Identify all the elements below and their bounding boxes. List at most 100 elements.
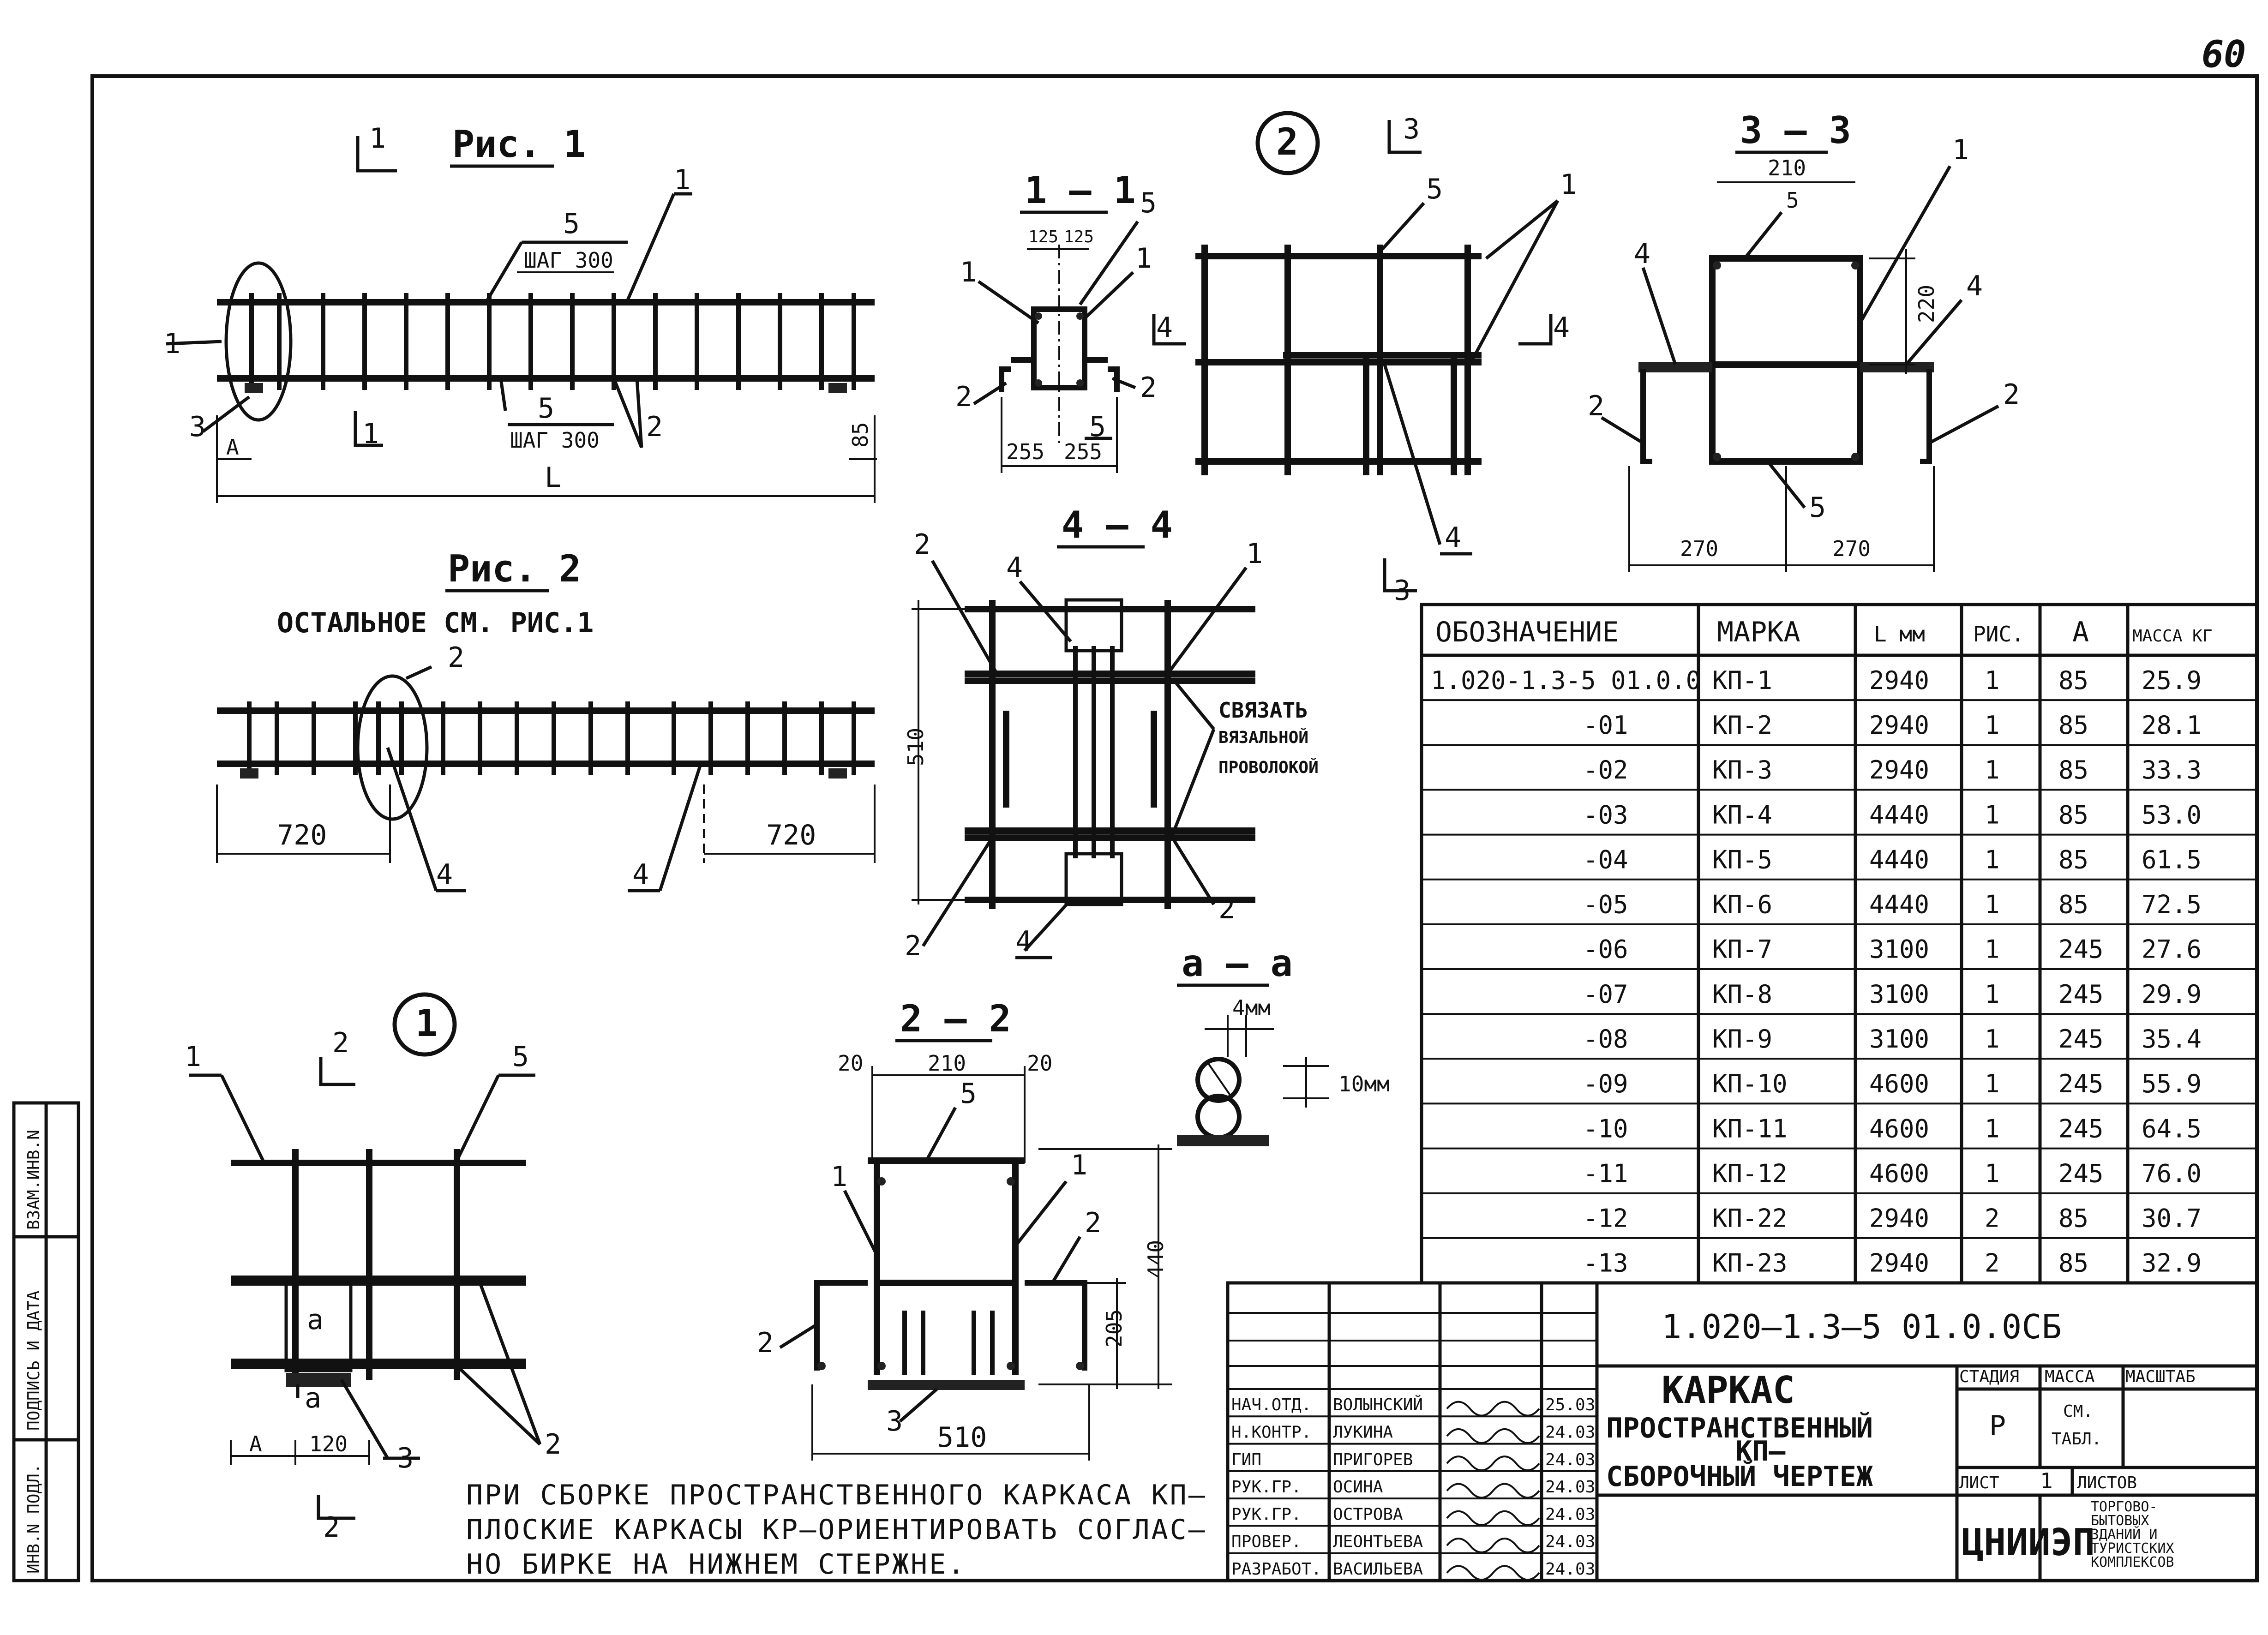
tb-org-desc-2: БЫТОВЫХ bbox=[2091, 1513, 2149, 1529]
spec-cell: 85 bbox=[2058, 890, 2088, 919]
section-4-4: 4 — 4 510 СВЯЗАТЬ ВЯЗАЛЬНОЙ ПРОВОЛОКОЙ 2… bbox=[903, 503, 1319, 962]
tb-scale-h: МАСШТАБ bbox=[2125, 1367, 2196, 1386]
spec-cell: КП-3 bbox=[1712, 755, 1772, 785]
node1-sec-mark: 2 bbox=[332, 1027, 349, 1059]
sec11-l1b: 1 bbox=[1135, 242, 1152, 275]
sec11-d125a: 125 bbox=[1028, 228, 1058, 246]
spec-cell: -07 bbox=[1583, 980, 1628, 1009]
spec-cell: -10 bbox=[1583, 1114, 1628, 1143]
node-2: 2 3 4 4 3 5 1 4 bbox=[1152, 111, 1577, 607]
spec-cell: 1 bbox=[1985, 980, 2000, 1009]
spec-cell: 1 bbox=[1985, 666, 2000, 695]
sec44-title: 4 — 4 bbox=[1062, 503, 1173, 546]
sec22-l1b: 1 bbox=[1071, 1149, 1087, 1181]
node1-l2: 2 bbox=[545, 1428, 561, 1461]
spec-cell: -13 bbox=[1583, 1249, 1628, 1278]
spec-cell: 1 bbox=[1985, 845, 2000, 874]
spec-cell: 1 bbox=[1985, 1159, 2000, 1188]
tb-mass-1: СМ. bbox=[2063, 1402, 2093, 1421]
sec33-title: 3 — 3 bbox=[1740, 109, 1851, 152]
spec-cell: 2940 bbox=[1869, 1249, 1929, 1278]
sec11-l5a: 5 bbox=[1140, 187, 1157, 219]
node1-mark-a: a bbox=[307, 1304, 324, 1336]
node1-dim-120: 120 bbox=[309, 1431, 348, 1456]
spec-cell: 1 bbox=[1985, 711, 2000, 740]
tb-org-desc-4: ТУРИСТСКИХ bbox=[2091, 1540, 2174, 1557]
spec-cell: КП-11 bbox=[1712, 1114, 1788, 1143]
spec-cell: 245 bbox=[2058, 1069, 2104, 1098]
staff-name: ВАСИЛЬЕВА bbox=[1333, 1560, 1423, 1579]
fig1-dim-85: 85 bbox=[848, 422, 873, 448]
figure-1: Рис. 1 1 5 bbox=[164, 122, 877, 503]
spec-cell: 2 bbox=[1985, 1249, 2000, 1278]
spec-cell: -01 bbox=[1583, 711, 1628, 740]
fig2-label-4a: 4 bbox=[436, 858, 453, 891]
spec-cell: -06 bbox=[1583, 935, 1628, 964]
tb-sheet-no: 1 bbox=[2040, 1468, 2053, 1493]
spec-cell: 61.5 bbox=[2142, 845, 2202, 874]
spec-cell: 27.6 bbox=[2142, 935, 2202, 964]
spec-cell: КП-12 bbox=[1712, 1159, 1788, 1188]
staff-name: ЛУКИНА bbox=[1333, 1423, 1393, 1442]
side-stamp-inv: ИНВ.N ПОДЛ. bbox=[24, 1464, 43, 1574]
section-1-1: 1 — 1 125 125 255 255 5 1 1 2 2 5 bbox=[955, 169, 1157, 473]
staff-name: ОСТРОВА bbox=[1333, 1505, 1403, 1524]
spec-cell: КП-10 bbox=[1712, 1069, 1788, 1098]
spec-cell: 4440 bbox=[1869, 890, 1929, 919]
signature bbox=[1446, 1455, 1540, 1471]
node1-circle-label: 1 bbox=[415, 1002, 438, 1045]
spec-cell: КП-1 bbox=[1712, 666, 1772, 695]
node2-sec4b: 4 bbox=[1553, 311, 1570, 344]
spec-cell: 28.1 bbox=[2142, 711, 2202, 740]
sec22-l1a: 1 bbox=[831, 1161, 847, 1193]
tb-stage-h: СТАДИЯ bbox=[1959, 1367, 2019, 1386]
sec22-l2a: 2 bbox=[1085, 1207, 1101, 1239]
spec-cell: -08 bbox=[1583, 1024, 1628, 1054]
sec44-l1: 1 bbox=[1246, 538, 1263, 570]
fig1-step-b: ШАГ 300 bbox=[510, 428, 600, 453]
section-3-3: 3 — 3 210 220 270 270 1 5 4 4 2 2 5 bbox=[1588, 109, 2020, 572]
spec-cell: 72.5 bbox=[2142, 890, 2202, 919]
spec-cell: 3100 bbox=[1869, 1024, 1929, 1054]
spec-cell: 32.9 bbox=[2142, 1249, 2202, 1278]
spec-cell: -03 bbox=[1583, 800, 1628, 829]
sec11-d255b: 255 bbox=[1064, 439, 1102, 464]
sec33-l1: 1 bbox=[1952, 134, 1969, 166]
staff-role: ПРОВЕР. bbox=[1231, 1533, 1302, 1551]
spec-cell: 85 bbox=[2058, 666, 2088, 695]
node2-sec3b: 3 bbox=[1394, 575, 1410, 607]
spec-cell: 245 bbox=[2058, 1114, 2104, 1143]
side-stamp: ИНВ.N ПОДЛ. ПОДПИСЬ И ДАТА ВЗАМ.ИНВ.N bbox=[12, 1101, 80, 1582]
spec-cell: 4600 bbox=[1869, 1159, 1929, 1188]
secaa-d4: 4мм bbox=[1232, 995, 1271, 1020]
spec-cell: 245 bbox=[2058, 1159, 2104, 1188]
fig2-dim-720b: 720 bbox=[766, 819, 816, 851]
node2-l4: 4 bbox=[1445, 521, 1461, 554]
sec22-d20a: 20 bbox=[838, 1051, 863, 1076]
fig1-label-5a: 5 bbox=[563, 208, 580, 240]
figure-2: Рис. 2 ОСТАЛЬНОЕ СМ. РИС.1 bbox=[216, 547, 876, 892]
node2-sec4: 4 bbox=[1156, 311, 1173, 344]
side-stamp-sign: ПОДПИСЬ И ДАТА bbox=[24, 1290, 43, 1431]
fig1-dim-L: L bbox=[545, 461, 561, 494]
tb-sheet-label: ЛИСТ bbox=[1959, 1473, 1999, 1492]
fig1-label-2: 2 bbox=[646, 411, 663, 443]
node2-circle bbox=[1255, 111, 1320, 175]
spec-cell: 3100 bbox=[1869, 935, 1929, 964]
spec-cell: КП-4 bbox=[1712, 800, 1772, 829]
spec-cell: 64.5 bbox=[2142, 1114, 2202, 1143]
spec-cell: 30.7 bbox=[2142, 1204, 2202, 1233]
tb-name-2: ПРОСТРАНСТВЕННЫЙ bbox=[1606, 1411, 1873, 1444]
signature bbox=[1446, 1401, 1540, 1417]
tb-name-4: СБОРОЧНЫЙ ЧЕРТЕЖ bbox=[1606, 1460, 1873, 1493]
tb-code: 1.020–1.3–5 01.0.0СБ bbox=[1662, 1307, 2062, 1346]
staff-role: РУК.ГР. bbox=[1231, 1478, 1302, 1497]
spec-cell: 2940 bbox=[1869, 711, 1929, 740]
staff-name: ПРИГОРЕВ bbox=[1333, 1450, 1413, 1469]
fig1-label-1a: 1 bbox=[164, 328, 180, 360]
spec-cell: 85 bbox=[2058, 711, 2088, 740]
node1-dim-A: A bbox=[249, 1431, 262, 1456]
sec22-l5: 5 bbox=[960, 1078, 977, 1110]
